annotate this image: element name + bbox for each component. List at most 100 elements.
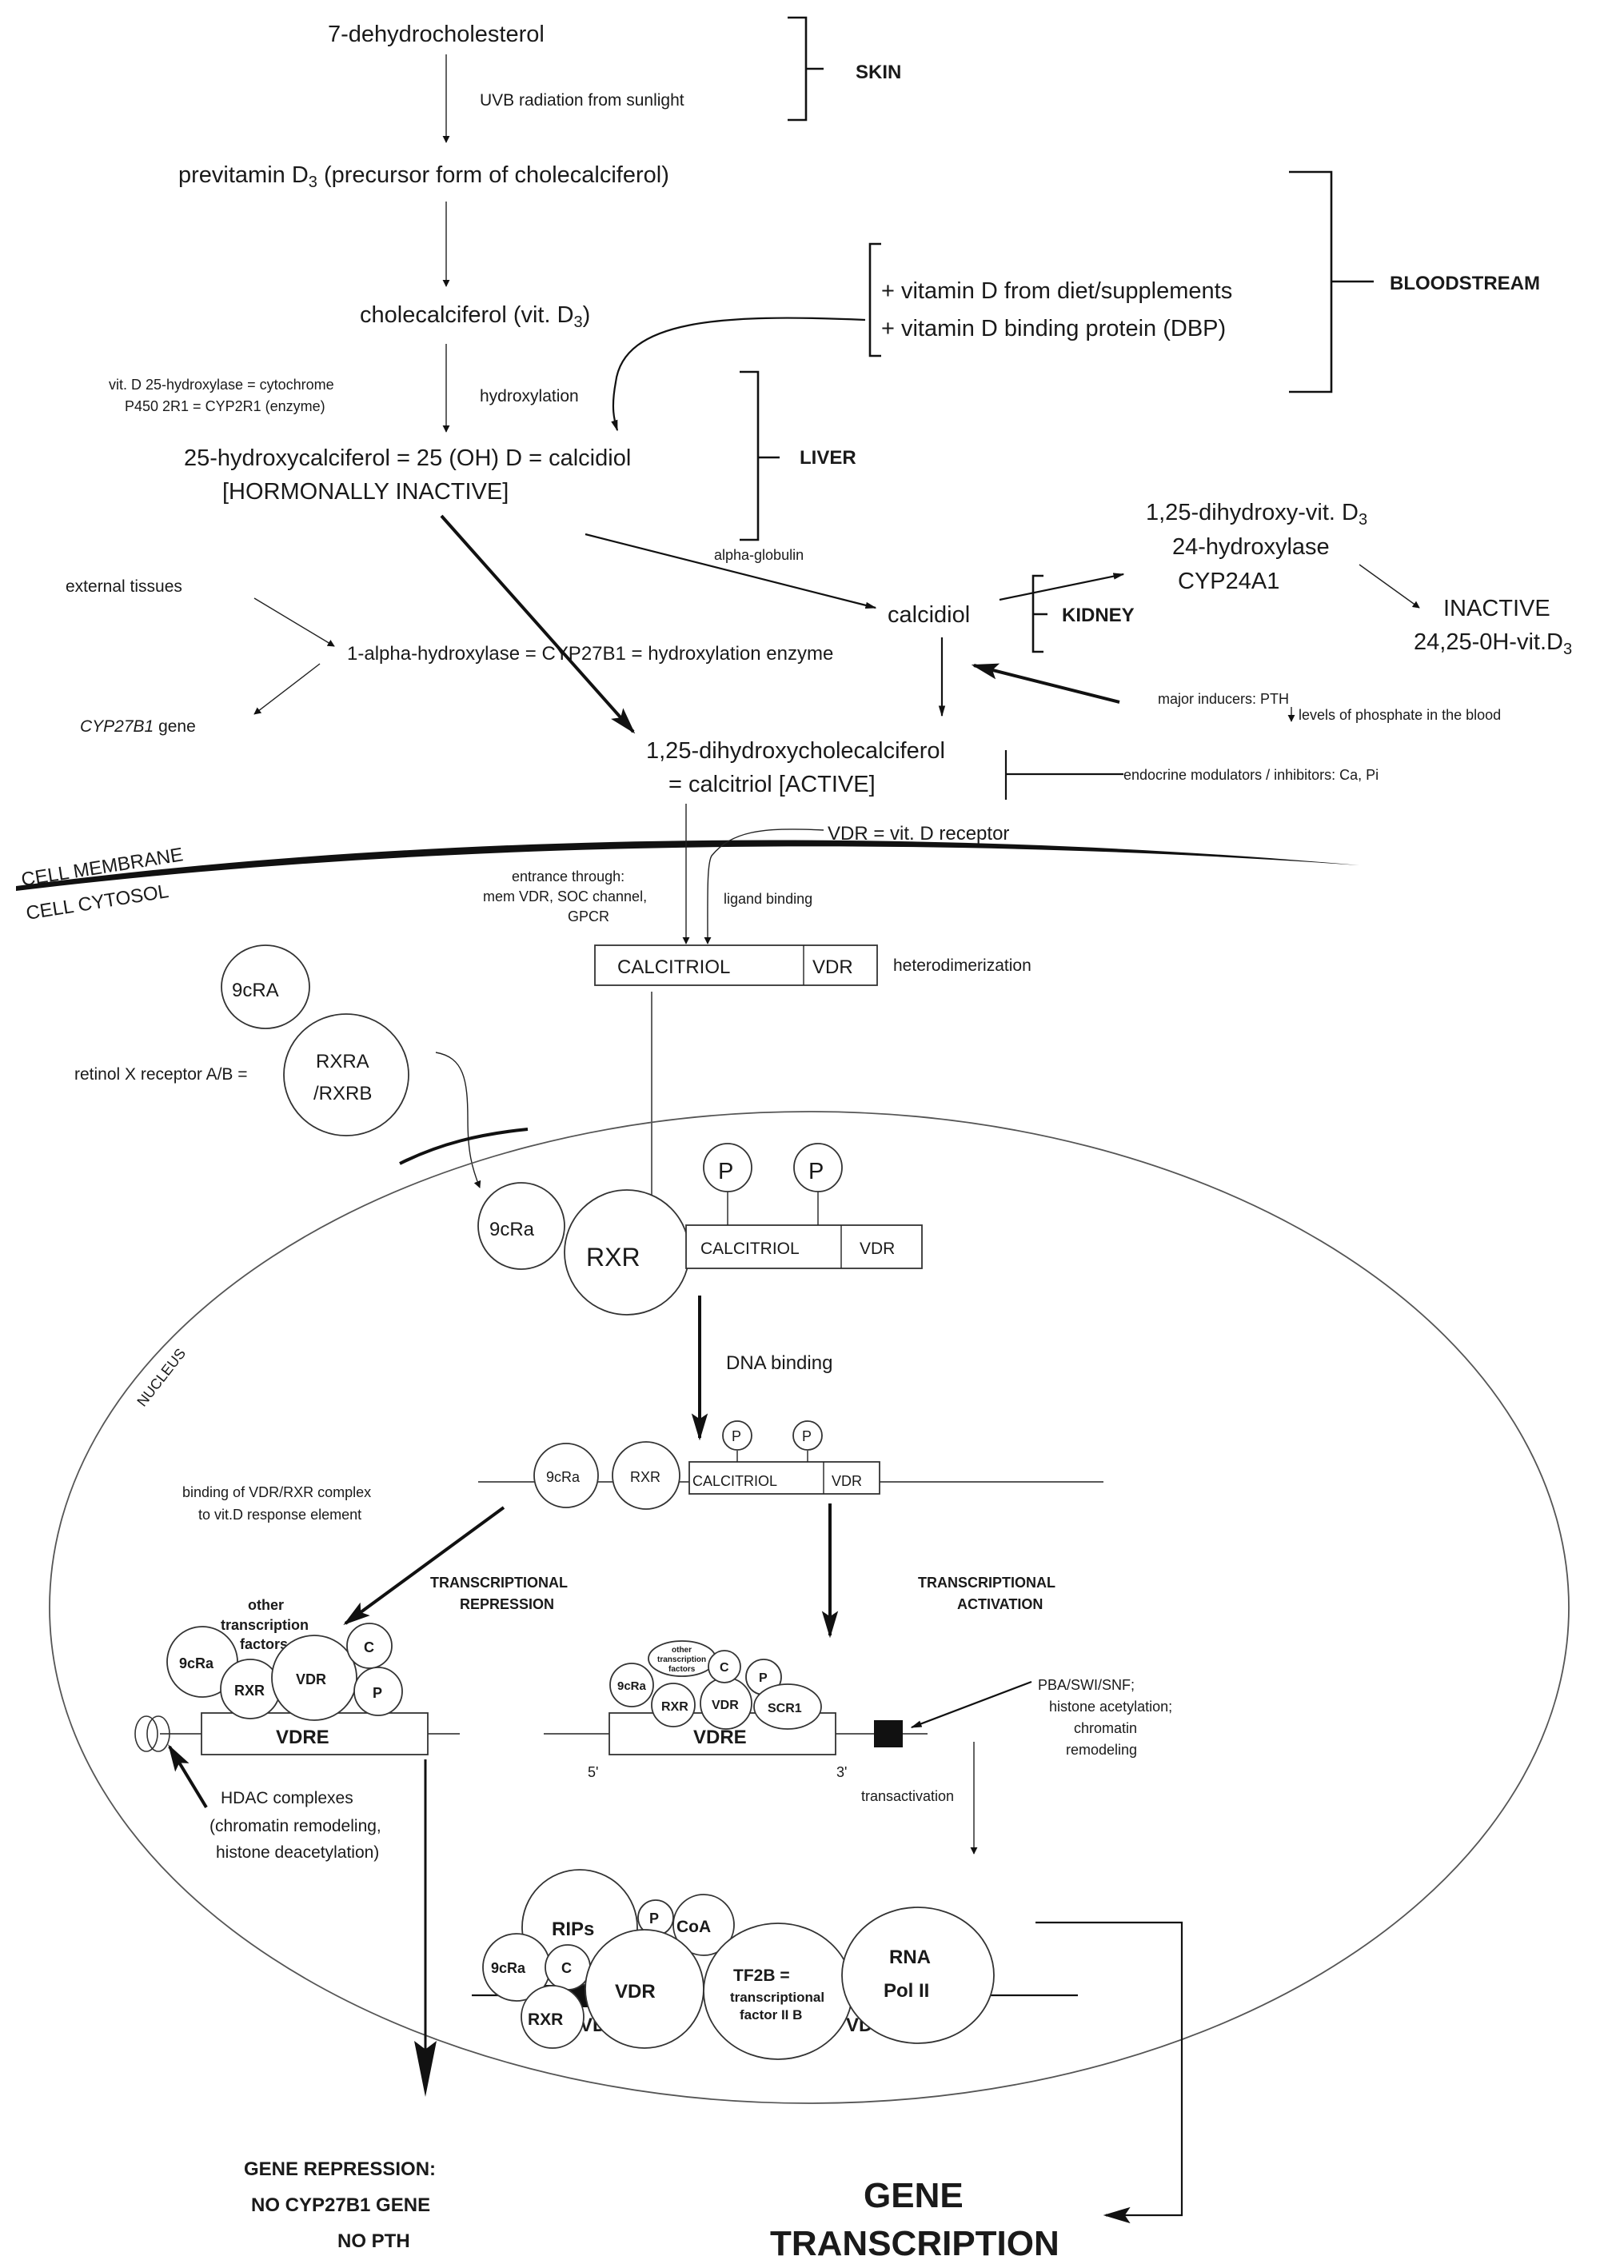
calcitriol-vdr-box — [594, 944, 878, 986]
liver-label: LIVER — [800, 447, 856, 469]
rna-pol-label-2: Pol II — [884, 1980, 929, 2002]
outcomes: GENE REPRESSION: NO CYP27B1 GENE NO PTH … — [244, 2158, 1059, 2263]
scr1-circle — [753, 1683, 822, 1730]
vdr-box-label: VDR — [812, 956, 853, 978]
hdac-label-1: HDAC complexes — [221, 1789, 353, 1807]
rna-pol-label-1: RNA — [889, 1947, 931, 1968]
three-prime-label: 3' — [836, 1764, 847, 1780]
vdr-arrow — [704, 829, 824, 944]
calcitriol-dna-label: CALCITRIOL — [692, 1473, 777, 1489]
calcidiol-full-label: 25-hydroxycalciferol = 25 (OH) D = calci… — [184, 445, 631, 471]
to-gene-arrow — [253, 663, 321, 715]
skin-bracket — [788, 16, 824, 122]
rxr-to-nucleus-arrow — [435, 1052, 481, 1188]
gene-repression-label-3: NO PTH — [337, 2230, 410, 2252]
hdac-label-3: histone deacetylation) — [216, 1843, 379, 1862]
liver-section: vit. D 25-hydroxylase = cytochrome P450 … — [109, 344, 856, 541]
heterodimer-section: CALCITRIOL VDR heterodimerization — [594, 944, 1031, 1228]
cyp2r1-line1: vit. D 25-hydroxylase = cytochrome — [109, 377, 334, 393]
activation-label-1: TRANSCRIPTIONAL — [918, 1575, 1055, 1591]
p-label-2: P — [808, 1159, 824, 1184]
nucleus-label: NUCLEUS — [134, 1345, 189, 1409]
kidney-bracket — [1031, 574, 1047, 653]
rxr-init-label: RXR — [528, 2010, 563, 2029]
ninecra-circle — [221, 944, 310, 1029]
hdac-label-2: (chromatin remodeling, — [209, 1817, 381, 1835]
uvb-label: UVB radiation from sunlight — [480, 91, 684, 110]
tf2b-label-3: factor II B — [740, 2007, 802, 2022]
hdac-ring-1 — [134, 1715, 158, 1752]
p-init-label: P — [649, 1911, 659, 1927]
cyp2r1-line2: P450 2R1 = CYP2R1 (enzyme) — [125, 398, 325, 414]
vdr-rep-circle — [271, 1635, 357, 1721]
phosphate-circle-1 — [703, 1143, 752, 1192]
rxr-dna-label: RXR — [630, 1469, 660, 1485]
tf2b-label-2: transcriptional — [730, 1990, 824, 2005]
activation-label-2: ACTIVATION — [957, 1596, 1043, 1612]
rxr-dna-circle — [612, 1441, 680, 1510]
ninecra-label: 9cRA — [232, 980, 279, 1001]
other-tf-label-1: other — [248, 1597, 284, 1613]
hormonally-inactive-label: [HORMONALLY INACTIVE] — [222, 479, 509, 505]
bloodstream-section: + vitamin D from diet/supplements + vita… — [611, 170, 1540, 432]
modulator-inhibition — [1004, 750, 1123, 800]
repression-label-2: REPRESSION — [460, 1596, 554, 1612]
c-rep-circle — [346, 1623, 393, 1669]
c-act-circle — [708, 1650, 741, 1683]
p-rep-label: P — [373, 1685, 382, 1701]
response-block — [874, 1720, 903, 1747]
rxr-label: RXR — [586, 1243, 640, 1272]
vdr-act-label: VDR — [712, 1699, 739, 1712]
calcitriol-section: 1,25-dihydroxycholecalciferol = calcitri… — [646, 738, 1379, 800]
external-tissues-label: external tissues — [66, 577, 182, 596]
pba-label-1: PBA/SWI/SNF; — [1038, 1677, 1135, 1693]
phosphate-dna-1 — [722, 1420, 752, 1451]
other-act-2: transcription — [657, 1655, 706, 1664]
hdac-arrow — [168, 1744, 208, 1809]
pba-arrow — [910, 1680, 1032, 1729]
calcidiol-to-24-arrow — [999, 573, 1125, 601]
calcitriol-box-label: CALCITRIOL — [617, 956, 730, 978]
calcidiol-to-calcitriol-main-arrow — [440, 514, 636, 734]
other-tf-label-2: transcription — [221, 1617, 309, 1633]
scr1-label: SCR1 — [768, 1702, 802, 1715]
hydroxylation-label: hydroxylation — [480, 387, 579, 405]
ninecra-init-label: 9cRa — [491, 1960, 526, 1976]
vdr-init-label: VDR — [615, 1981, 656, 2002]
nucleus-envelope — [49, 1111, 1570, 2104]
vdre-repression-label: VDRE — [276, 1727, 329, 1748]
calcitriol-vdr-nucleus-box — [685, 1224, 923, 1269]
p-rep-circle — [353, 1667, 403, 1716]
activation-branch: TRANSCRIPTIONAL ACTIVATION VDRE 5' 3' 9c… — [544, 1503, 1172, 1855]
retinol-receptor-label: retinol X receptor A/B = — [74, 1065, 248, 1084]
to-inactive-arrow — [1359, 564, 1420, 609]
nucleus-pore — [399, 1128, 529, 1165]
rxr-vdr-complex: 9cRa RXR CALCITRIOL VDR P P DNA binding — [477, 1143, 923, 1441]
vdr-dna-label: VDR — [832, 1473, 862, 1489]
coa-label: CoA — [676, 1918, 711, 1936]
external-tissues-section: external tissues 1-alpha-hydroxylase = C… — [66, 514, 833, 736]
skin-section: 7-dehydrocholesterol UVB radiation from … — [178, 16, 901, 331]
rxr-rep-label: RXR — [234, 1683, 265, 1699]
other-tf-label-3: factors — [240, 1636, 288, 1652]
c-act-label: C — [720, 1661, 729, 1675]
calcitriol-line1: 1,25-dihydroxycholecalciferol — [646, 738, 945, 764]
alpha-hydroxylase-label: 1-alpha-hydroxylase = CYP27B1 = hydroxyl… — [347, 643, 833, 665]
diet-label: + vitamin D from diet/supplements — [881, 278, 1232, 304]
c-rep-label: C — [364, 1639, 374, 1655]
tf2b-label-1: TF2B = — [733, 1967, 790, 1985]
gene-transcription-label-1: GENE — [864, 2176, 964, 2215]
ninecra-small-label: 9cRa — [489, 1219, 535, 1240]
p-dna-1: P — [732, 1428, 741, 1444]
cyp24a1-label: CYP24A1 — [1178, 569, 1279, 594]
inactive-product-label: 24,25-0H-vit.D3 — [1414, 629, 1572, 658]
diet-bracket — [868, 242, 881, 357]
cell-membrane-section: CELL MEMBRANE CELL CYTOSOL VDR = vit. D … — [16, 804, 1359, 944]
pba-label-2: histone acetylation; — [1049, 1699, 1172, 1715]
major-inducers-label: major inducers: PTH — [1158, 691, 1289, 707]
alpha-globulin-label: alpha-globulin — [714, 547, 804, 563]
binding-label-1: binding of VDR/RXR complex — [182, 1484, 371, 1500]
rxr-cytosol-section: 9cRA RXRA /RXRB retinol X receptor A/B = — [74, 944, 481, 1188]
liver-bracket — [740, 370, 780, 541]
ninecra-act-circle — [609, 1663, 654, 1707]
